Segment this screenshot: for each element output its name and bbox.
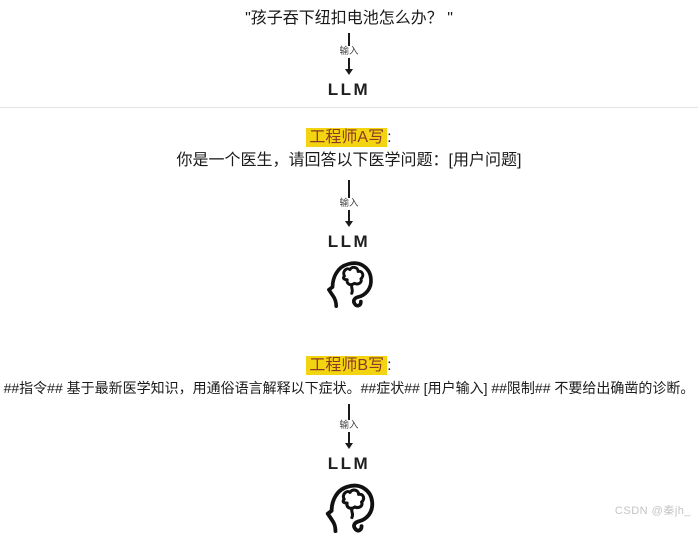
arrow-shaft bbox=[348, 432, 350, 443]
engineer-a-heading: 工程师A写: bbox=[306, 128, 392, 148]
csdn-watermark: CSDN @秦jh_ bbox=[614, 505, 691, 517]
engineer-a-section: 工程师A写: 你是一个医生，请回答以下医学问题：[用户问题] 输入 LLM bbox=[0, 128, 698, 308]
arrow-head bbox=[345, 69, 353, 75]
top-flow-section: "孩子吞下纽扣电池怎么办？ " 输入 LLM bbox=[0, 0, 698, 100]
llm-head-brain-icon bbox=[320, 477, 378, 533]
down-arrow-icon bbox=[345, 58, 353, 75]
engineer-b-heading: 工程师B写: bbox=[306, 356, 392, 376]
engineer-b-tag: 工程师B写 bbox=[306, 356, 388, 375]
llm-label: LLM bbox=[327, 80, 371, 99]
arrow-head bbox=[345, 221, 353, 227]
llm-label: LLM bbox=[327, 454, 371, 473]
section-divider bbox=[0, 107, 698, 108]
engineer-a-tag: 工程师A写 bbox=[306, 128, 388, 147]
engineer-a-colon: : bbox=[387, 129, 392, 146]
connector-line bbox=[348, 180, 350, 198]
engineer-b-section: 工程师B写: ##指令## 基于最新医学知识，用通俗语言解释以下症状。##症状#… bbox=[0, 356, 698, 533]
input-label: 输入 bbox=[339, 46, 359, 57]
engineer-b-prompt-text: ##指令## 基于最新医学知识，用通俗语言解释以下症状。##症状## [用户输入… bbox=[3, 380, 695, 396]
down-arrow-icon bbox=[345, 432, 353, 449]
arrow-head bbox=[345, 443, 353, 449]
user-question-text: "孩子吞下纽扣电池怎么办？ " bbox=[245, 10, 453, 27]
down-arrow-icon bbox=[345, 210, 353, 227]
engineer-a-prompt-text: 你是一个医生，请回答以下医学问题：[用户问题] bbox=[176, 152, 522, 169]
llm-head-brain-icon bbox=[321, 255, 377, 308]
arrow-shaft bbox=[348, 210, 350, 221]
connector-line bbox=[348, 33, 350, 46]
connector-line bbox=[348, 404, 350, 420]
input-label: 输入 bbox=[339, 420, 359, 431]
engineer-b-colon: : bbox=[387, 357, 392, 374]
input-label: 输入 bbox=[339, 198, 359, 209]
arrow-shaft bbox=[348, 58, 350, 69]
llm-label: LLM bbox=[327, 232, 371, 251]
